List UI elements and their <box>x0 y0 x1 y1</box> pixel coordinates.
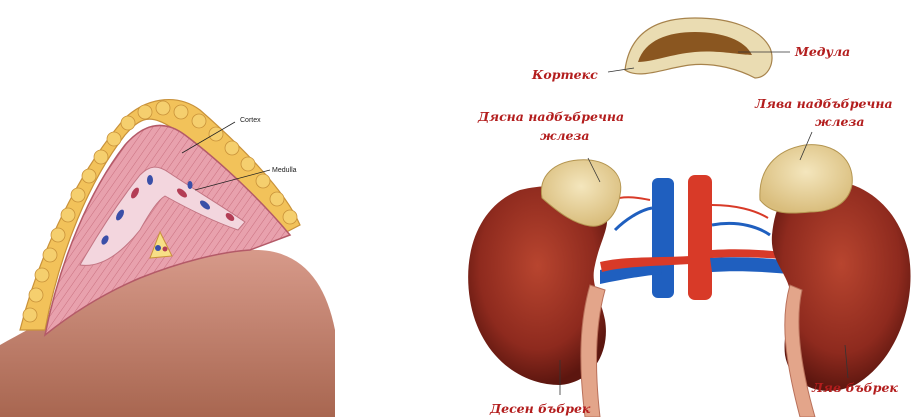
vena-cava <box>652 178 674 298</box>
label-medulla-en: Medulla <box>272 167 297 174</box>
label-left-kidney: Ляв бъбрек <box>811 380 898 395</box>
label-medulla-bg: Медула <box>794 44 850 59</box>
aorta <box>688 175 712 300</box>
cross-section-figure: Cortex Medulla <box>0 100 335 417</box>
kidneys-figure: Кортекс Медула Дясна надбъбречна <box>468 18 910 417</box>
label-right-kidney: Десен бъбрек <box>489 401 591 416</box>
label-right-gland-line1: Дясна надбъбречна <box>477 109 624 124</box>
label-left-gland-line1: Лява надбъбречна <box>754 96 893 111</box>
label-cortex-bg: Кортекс <box>531 67 598 82</box>
label-cortex-en: Cortex <box>240 117 261 124</box>
label-left-gland-line2: жлеза <box>815 114 865 129</box>
label-right-gland-line2: жлеза <box>540 128 590 143</box>
left-adrenal-gland <box>760 145 852 213</box>
